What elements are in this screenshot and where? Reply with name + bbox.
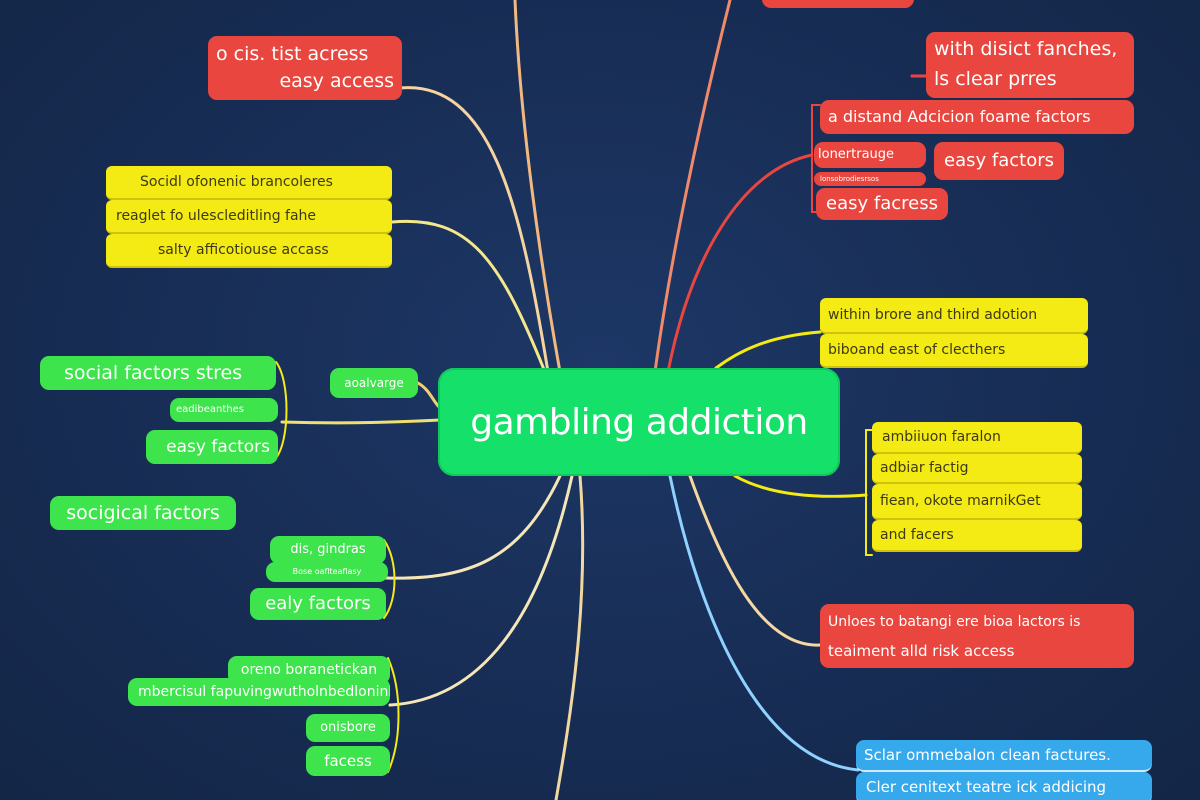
node-ambition[interactable]: ambiiuon faralon adbiar factig fiean, ok… [872, 422, 1082, 552]
central-topic-label: gambling addiction [470, 401, 808, 443]
node-balance[interactable]: Unloes to batangi ere bioa lactors is te… [820, 604, 1134, 668]
node-bottom-left-item[interactable]: onisbore [306, 714, 390, 742]
link-access [398, 86, 550, 374]
node-ealy-sub[interactable]: Bose oaflteaflasy [266, 562, 388, 582]
node-row: adbiar factig [872, 454, 1082, 484]
node-clean[interactable]: Sclar ommebalon clean factures. Cler cen… [856, 740, 1152, 800]
node-easy-facress[interactable]: easy facress [816, 188, 948, 220]
node-distinct[interactable]: with disict fanches, ls clear prres [926, 32, 1134, 98]
node-social-factors-sub[interactable]: eadibeanthes [170, 398, 278, 422]
bracket-ealy [383, 539, 396, 619]
node-social-yellow[interactable]: Socidl ofonenic brancoleres reaglet fo u… [106, 166, 392, 268]
node-row: within brore and third adotion [820, 298, 1088, 334]
node-small-tag[interactable]: aoalvarge [330, 368, 418, 398]
node-bottom-left-wide[interactable]: mbercisul fapuvingwutholnbedloninkhe [128, 678, 390, 706]
link-top-right [653, 0, 732, 374]
link-addiction-factors [666, 153, 814, 374]
node-row: Cler cenitext teatre ick addicing [856, 772, 1152, 800]
node-easy-access[interactable]: o cis. tist acress easy access [208, 36, 402, 100]
node-text-line: teaiment alld risk access [828, 642, 1015, 660]
node-text-line: easy access [279, 70, 394, 92]
node-easy-factors-left[interactable]: easy factors [146, 430, 278, 464]
central-topic-node[interactable]: gambling addiction [438, 368, 840, 476]
link-ealy [384, 474, 562, 580]
link-bottom-mid [554, 474, 585, 800]
node-row: and facers [872, 520, 1082, 552]
node-row: Sclar ommebalon clean factures. [856, 740, 1152, 772]
link-bronze [714, 330, 822, 370]
node-text-line: ls clear prres [934, 68, 1057, 90]
node-row: salty afficotiouse accass [106, 234, 392, 268]
node-text-line: o cis. tist acress [216, 43, 369, 65]
link-clean [668, 474, 860, 772]
node-row: fiean, okote marnikGet [872, 484, 1082, 520]
node-lonertrauge[interactable]: lonertrauge [814, 142, 926, 168]
node-addiction-factors-header[interactable]: a distand Adcicion foame factors [820, 100, 1134, 134]
node-top-right-clip[interactable] [762, 0, 914, 8]
node-text-line: Unloes to batangi ere bioa lactors is [828, 614, 1081, 630]
node-social-factors[interactable]: social factors stres [40, 356, 276, 390]
node-row: biboand east of clecthers [820, 334, 1088, 368]
node-ealy-header[interactable]: dis, gindras [270, 536, 386, 564]
node-row: Socidl ofonenic brancoleres [106, 166, 392, 200]
bracket-social [275, 361, 288, 459]
node-text-line: with disict fanches, [934, 38, 1118, 60]
link-social-factors [280, 418, 442, 425]
link-small-tag [416, 381, 442, 410]
bracket-ambition [865, 429, 873, 556]
node-bottom-left-facess[interactable]: facess [306, 746, 390, 776]
link-social-yellow [390, 219, 547, 374]
link-ambition [733, 474, 868, 498]
node-lonsobrodiesrsos[interactable]: lonsobrodiesrsos [814, 172, 926, 186]
link-top-left [513, 0, 562, 374]
node-row: ambiiuon faralon [872, 422, 1082, 454]
node-row: reaglet fo ulescleditling fahe [106, 200, 392, 234]
bracket-bottom-left [387, 657, 400, 773]
node-bronze[interactable]: within brore and third adotion biboand e… [820, 298, 1088, 368]
node-ealy-factors[interactable]: ealy factors [250, 588, 386, 620]
node-socigical-factors[interactable]: socigical factors [50, 496, 236, 530]
link-balance [688, 474, 822, 647]
link-bottom-left [388, 474, 574, 707]
node-easy-factors-right[interactable]: easy factors [934, 142, 1064, 180]
